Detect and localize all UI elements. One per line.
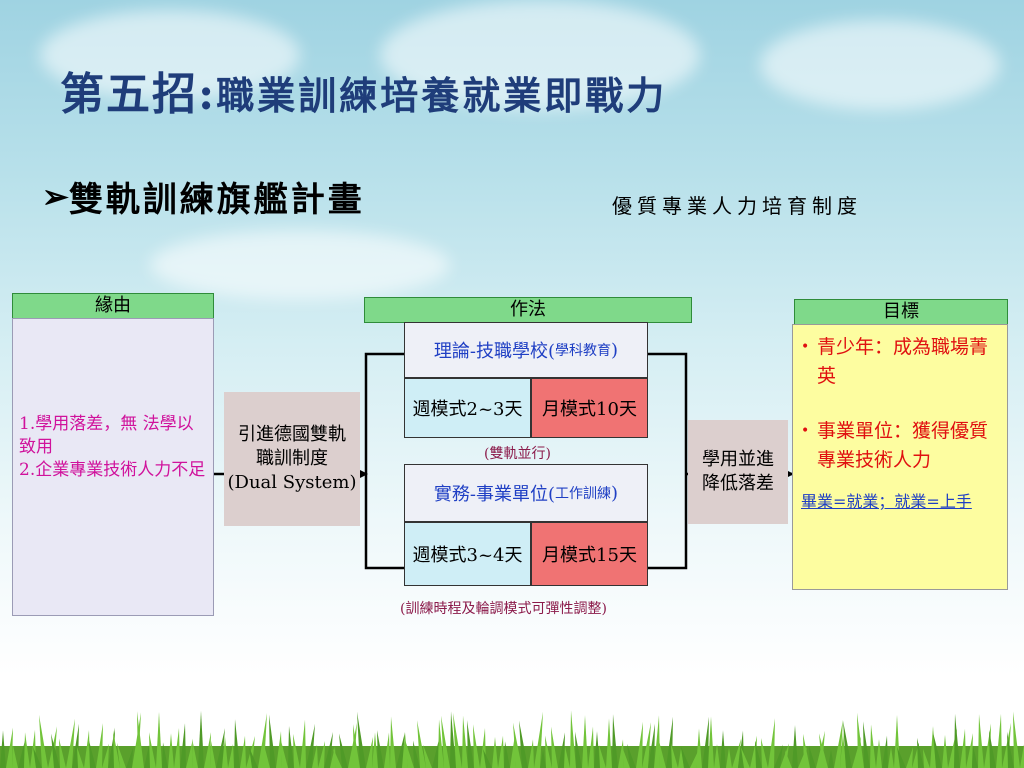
parallel-note: (雙軌並行) [484,446,551,462]
left-bracket [364,352,404,570]
dual-system-box: 引進德國雙軌 職訓制度 (Dual System) [224,392,360,526]
intro-line-1: 引進德國雙軌 [238,424,346,445]
goal-bottom-link[interactable]: 畢業=就業；就業=上手 [801,492,972,511]
goal-item-1: 青少年：成為職場菁英 [817,336,989,387]
practice-box: 實務-事業單位(工作訓練) [404,464,648,522]
practice-week-box: 週模式3~4天 [404,522,531,586]
practice-label: 實務-事業單位( [433,484,556,505]
reason-line-1: 1.學用落差，無 法學以致用 [19,414,194,457]
reduce-gap-box: 學用並進 降低落差 [688,420,788,524]
theory-close: ) [611,339,619,361]
theory-label: 理論-技職學校( [433,341,556,362]
cloud-decoration [380,0,700,110]
flex-note: (訓練時程及輪調模式可彈性調整) [400,601,607,617]
bullet-dot-icon: • [801,339,810,355]
goal-header: 目標 [794,299,1008,325]
reduce-line-2: 降低落差 [702,473,774,494]
goal-item-2: 事業單位：獲得優質專業技術人力 [817,420,989,471]
goal-item: • 青少年：成為職場菁英 [801,333,1001,391]
grass-decoration [0,710,1024,768]
bullet-dot-icon: • [801,423,810,439]
theory-month-box: 月模式10天 [531,378,648,438]
reduce-line-1: 學用並進 [702,449,774,470]
cloud-decoration [40,10,300,100]
title-prefix: 第五招: [60,69,217,120]
slide-title: 第五招:職業訓練培養就業即戰力 [60,58,667,122]
goal-box: • 青少年：成為職場菁英 • 事業單位：獲得優質專業技術人力 畢業=就業；就業=… [792,324,1008,590]
practice-close: ) [611,482,619,504]
practice-month-box: 月模式15天 [531,522,648,586]
subtitle-row: ➢雙軌訓練旗艦計畫 [42,172,365,221]
intro-line-2: 職訓制度 [256,448,328,469]
method-header: 作法 [364,297,692,323]
tagline: 優質專業人力培育制度 [612,194,862,218]
theory-week-box: 週模式2~3天 [404,378,531,438]
subtitle: 雙軌訓練旗艦計畫 [68,180,365,220]
theory-box: 理論-技職學校(學科教育) [404,322,648,378]
cloud-decoration [150,230,450,300]
reason-box: 1.學用落差，無 法學以致用 2.企業專業技術人力不足 [12,318,214,616]
practice-small: 工作訓練 [555,486,612,502]
right-bracket [648,352,688,570]
reason-line-2: 2.企業專業技術人力不足 [19,460,206,480]
reason-header: 緣由 [12,293,214,319]
theory-small: 學科教育 [555,343,612,359]
arrow-bullet-icon: ➢ [42,177,69,216]
goal-item: • 事業單位：獲得優質專業技術人力 [801,417,1001,475]
title-main: 職業訓練培養就業即戰力 [216,73,668,118]
cloud-decoration [760,20,1000,110]
intro-line-3: (Dual System) [227,472,357,493]
